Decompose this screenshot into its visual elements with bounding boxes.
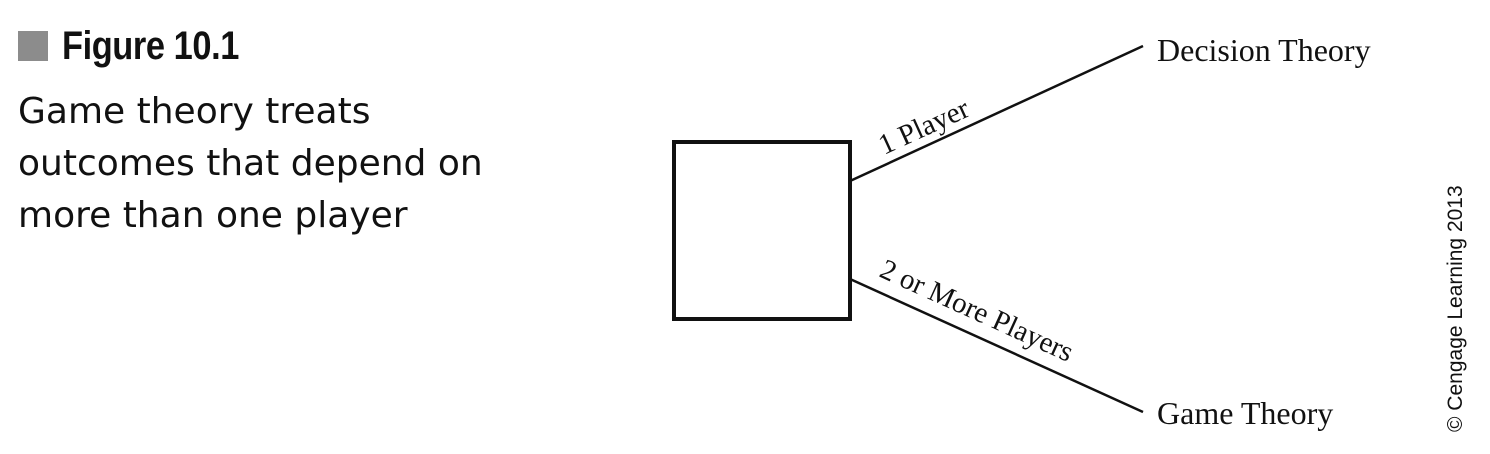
figure-caption: Game theory treats outcomes that depend … [18,86,578,242]
caption-line-1: Game theory treats [18,91,371,132]
figure-label: Figure 10.1 [62,23,239,68]
lower-outcome-label: Game Theory [1157,395,1333,431]
figure-marker-square [18,31,48,61]
decision-node-box [672,140,852,321]
upper-branch-line [849,44,1144,183]
caption-line-2: outcomes that depend on [18,143,483,184]
lower-branch-line [849,277,1144,414]
figure-header: Figure 10.1 [18,22,268,70]
upper-outcome-label: Decision Theory [1157,32,1371,68]
upper-branch-label: 1 Player [874,92,975,161]
caption-line-3: more than one player [18,195,408,236]
copyright-credit: © Cengage Learning 2013 [1444,185,1467,432]
lower-branch-label: 2 or More Players [875,253,1078,368]
